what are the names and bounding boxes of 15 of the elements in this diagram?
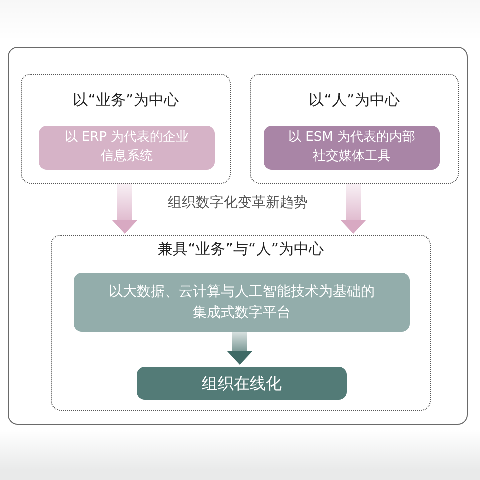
rounded-text-box: 以 ESM 为代表的内部社交媒体工具 bbox=[264, 126, 440, 170]
group-heading: 以“业务”为中心 bbox=[73, 91, 179, 110]
dotted-group-frame bbox=[21, 74, 231, 184]
rounded-text-box: 以大数据、云计算与人工智能技术为基础的集成式数字平台 bbox=[74, 273, 410, 332]
block-arrow bbox=[112, 183, 138, 234]
group-heading: 兼具“业务”与“人”为中心 bbox=[158, 240, 324, 259]
trend-label: 组织数字化变革新趋势 bbox=[168, 194, 308, 212]
rounded-text-box: 以 ERP 为代表的企业信息系统 bbox=[39, 126, 215, 170]
dotted-group-frame bbox=[250, 74, 459, 184]
block-arrow bbox=[227, 330, 253, 365]
block-arrow bbox=[340, 183, 366, 234]
group-heading: 以“人”为中心 bbox=[309, 91, 400, 110]
outer-frame bbox=[8, 47, 468, 425]
rounded-text-box: 组织在线化 bbox=[137, 367, 347, 400]
dotted-group-frame bbox=[51, 235, 431, 411]
